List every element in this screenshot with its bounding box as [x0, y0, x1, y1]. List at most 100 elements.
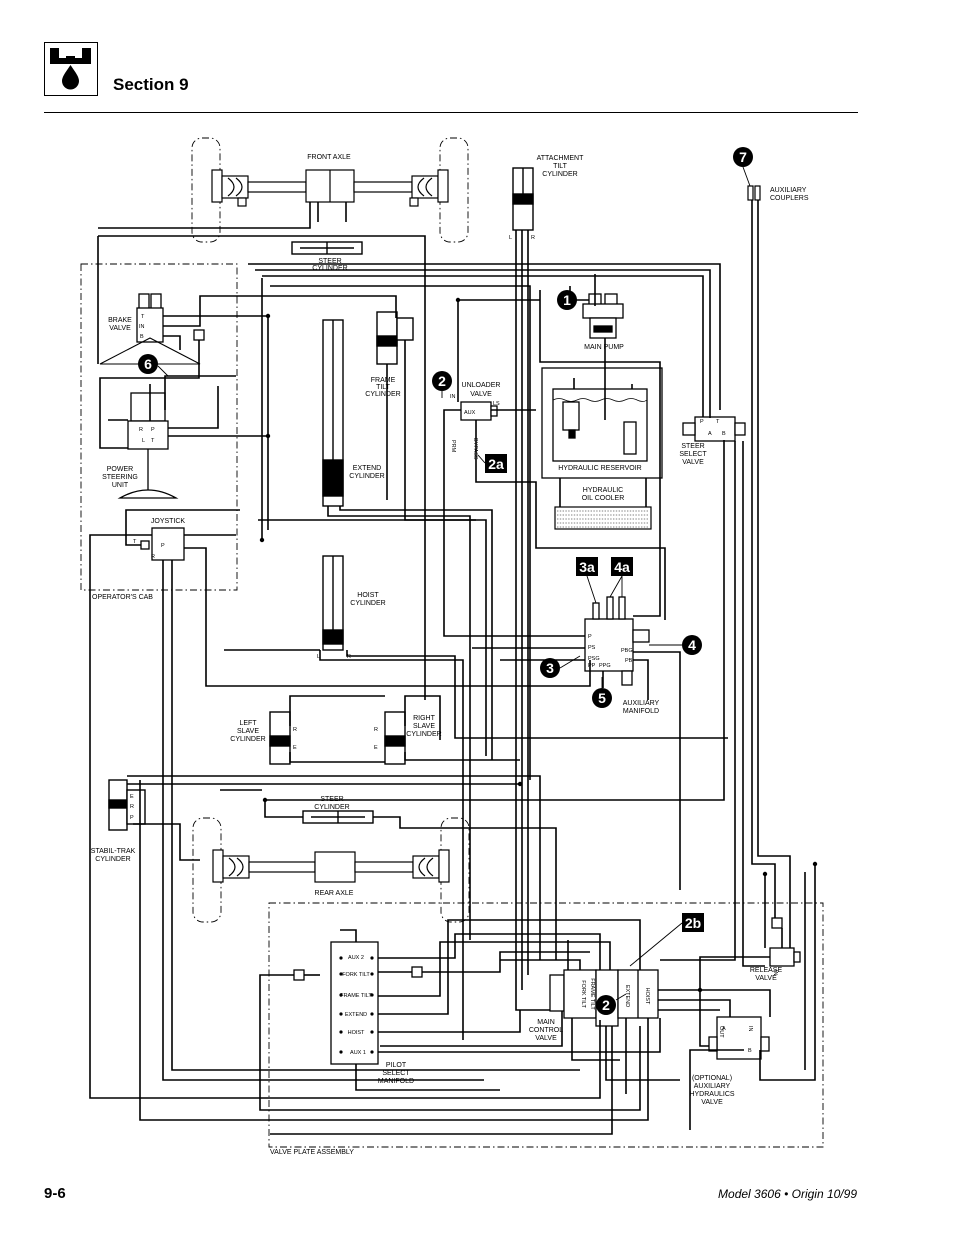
svg-text:B: B: [748, 1048, 752, 1054]
svg-text:UNIT: UNIT: [112, 482, 129, 489]
svg-text:4a: 4a: [614, 559, 630, 575]
stabil-trak-cylinder: [108, 779, 146, 831]
svg-text:STEERING: STEERING: [102, 474, 138, 481]
svg-text:LEFT: LEFT: [239, 720, 257, 727]
power-steering-unit: [117, 392, 179, 499]
svg-text:PPG: PPG: [599, 663, 611, 669]
label-power-steering-unit: POWER STEERING UNIT: [102, 466, 138, 489]
svg-text:CYLINDER: CYLINDER: [365, 391, 400, 398]
svg-text:A: A: [708, 431, 712, 437]
svg-text:4: 4: [688, 637, 696, 653]
svg-text:T: T: [151, 438, 155, 444]
callout-5: 5: [592, 688, 612, 708]
svg-text:R: R: [151, 554, 155, 560]
svg-text:CYLINDER: CYLINDER: [542, 171, 577, 178]
svg-text:PP: PP: [588, 663, 596, 669]
svg-text:IN: IN: [772, 970, 778, 976]
svg-text:AUXILIARY: AUXILIARY: [623, 700, 660, 707]
svg-text:STEER: STEER: [320, 796, 343, 803]
hydraulic-lines: [89, 200, 816, 1135]
main-pump: [582, 293, 624, 339]
control-valve-section-labels: FORK TILT FRAME TILT EXTEND HOIST: [580, 978, 650, 1010]
hydraulic-reservoir: [541, 367, 663, 479]
svg-text:POWER: POWER: [107, 466, 133, 473]
svg-text:P: P: [588, 634, 592, 640]
svg-text:5: 5: [598, 690, 606, 706]
svg-text:IN: IN: [450, 394, 456, 400]
label-hydraulic-oil-cooler: HYDRAULIC OIL COOLER: [582, 487, 625, 502]
svg-text:HYDRAULIC: HYDRAULIC: [583, 487, 623, 494]
label-left-slave-cylinder: LEFT SLAVE CYLINDER: [230, 720, 265, 743]
frame-tilt-cylinder: [376, 311, 414, 365]
callout-3a: 3a: [576, 557, 598, 576]
svg-text:FRAME TILT: FRAME TILT: [340, 993, 372, 999]
svg-text:L: L: [509, 235, 512, 241]
svg-text:ATTACHMENT: ATTACHMENT: [537, 155, 585, 162]
steer-cylinder-front: [291, 241, 363, 255]
right-slave-cylinder: [384, 711, 406, 765]
svg-text:B: B: [140, 334, 144, 340]
label-right-slave-cylinder: RIGHT SLAVE CYLINDER: [406, 715, 441, 738]
svg-text:P: P: [700, 419, 704, 425]
svg-text:3a: 3a: [579, 559, 595, 575]
callout-1: 1: [557, 290, 577, 310]
svg-text:MANIFOLD: MANIFOLD: [623, 708, 659, 715]
operators-cab-boundary: [80, 263, 238, 591]
svg-text:6: 6: [144, 356, 152, 372]
label-steer-cylinder-front: STEER CYLINDER: [312, 258, 347, 272]
svg-text:IN: IN: [747, 1026, 753, 1032]
svg-text:SELECT: SELECT: [382, 1070, 410, 1077]
labels: FRONT AXLE ATTACHMENT TILT CYLINDER AUXI…: [91, 154, 809, 1156]
svg-text:R: R: [337, 490, 341, 496]
svg-text:TILT: TILT: [376, 384, 391, 391]
valve-plate-boundary: [268, 902, 824, 1148]
extend-cylinder: [322, 319, 344, 507]
svg-text:BRAKE: BRAKE: [108, 317, 132, 324]
label-auxiliary-couplers: AUXILIARY COUPLERS: [770, 187, 809, 202]
model-origin: Model 3606 • Origin 10/99: [718, 1187, 857, 1201]
label-main-control-valve: MAIN CONTROL VALVE: [529, 1019, 563, 1042]
svg-text:R: R: [293, 727, 297, 733]
svg-text:R: R: [347, 654, 351, 660]
label-steer-select-valve: STEER SELECT VALVE: [679, 443, 707, 466]
svg-text:RELEASE: RELEASE: [750, 967, 783, 974]
optional-aux-valve: [708, 1016, 770, 1060]
svg-text:VALVE: VALVE: [682, 459, 704, 466]
svg-text:PRM: PRM: [450, 440, 456, 453]
svg-text:EXTEND: EXTEND: [353, 465, 381, 472]
svg-text:OUT: OUT: [718, 1026, 724, 1038]
callout-3: 3: [540, 658, 560, 678]
label-optional-aux-valve: (OPTIONAL) AUXILIARY HYDRAULICS VALVE: [689, 1075, 734, 1106]
svg-text:VALVE: VALVE: [470, 391, 492, 398]
callout-2-bottom: 2: [596, 995, 616, 1015]
svg-text:EXTEND: EXTEND: [624, 985, 630, 1007]
svg-text:PSG: PSG: [588, 656, 600, 662]
svg-text:FORK TILT: FORK TILT: [580, 980, 586, 1008]
svg-text:E: E: [374, 745, 378, 751]
rear-axle: [212, 849, 450, 883]
svg-text:CYLINDER: CYLINDER: [314, 804, 349, 811]
svg-text:T: T: [133, 539, 137, 545]
svg-text:HOIST: HOIST: [357, 592, 379, 599]
svg-text:FRAME: FRAME: [371, 377, 396, 384]
svg-text:SLAVE: SLAVE: [413, 723, 435, 730]
left-slave-cylinder: [269, 711, 291, 765]
label-pilot-select-manifold: PILOT SELECT MANIFOLD: [378, 1062, 414, 1085]
svg-text:L: L: [317, 654, 320, 660]
svg-text:MAIN: MAIN: [537, 1019, 555, 1026]
callout-7: 7: [733, 147, 753, 167]
callouts: 1 2 2a 2b 2 3 3a 4 4a 5 6 7: [138, 147, 753, 1015]
svg-text:A: A: [722, 1026, 726, 1032]
pilot-select-manifold: [293, 941, 423, 1065]
svg-text:SELECT: SELECT: [679, 451, 707, 458]
attachment-tilt-cylinder: [512, 167, 534, 231]
svg-text:VALVE: VALVE: [535, 1035, 557, 1042]
svg-text:E: E: [325, 490, 329, 496]
svg-text:AUX 2: AUX 2: [348, 955, 364, 961]
svg-text:2b: 2b: [685, 915, 701, 931]
header-rule: [44, 112, 858, 113]
callout-2-top: 2: [432, 371, 452, 391]
brake-valve: [99, 293, 205, 365]
svg-text:E: E: [130, 794, 134, 800]
